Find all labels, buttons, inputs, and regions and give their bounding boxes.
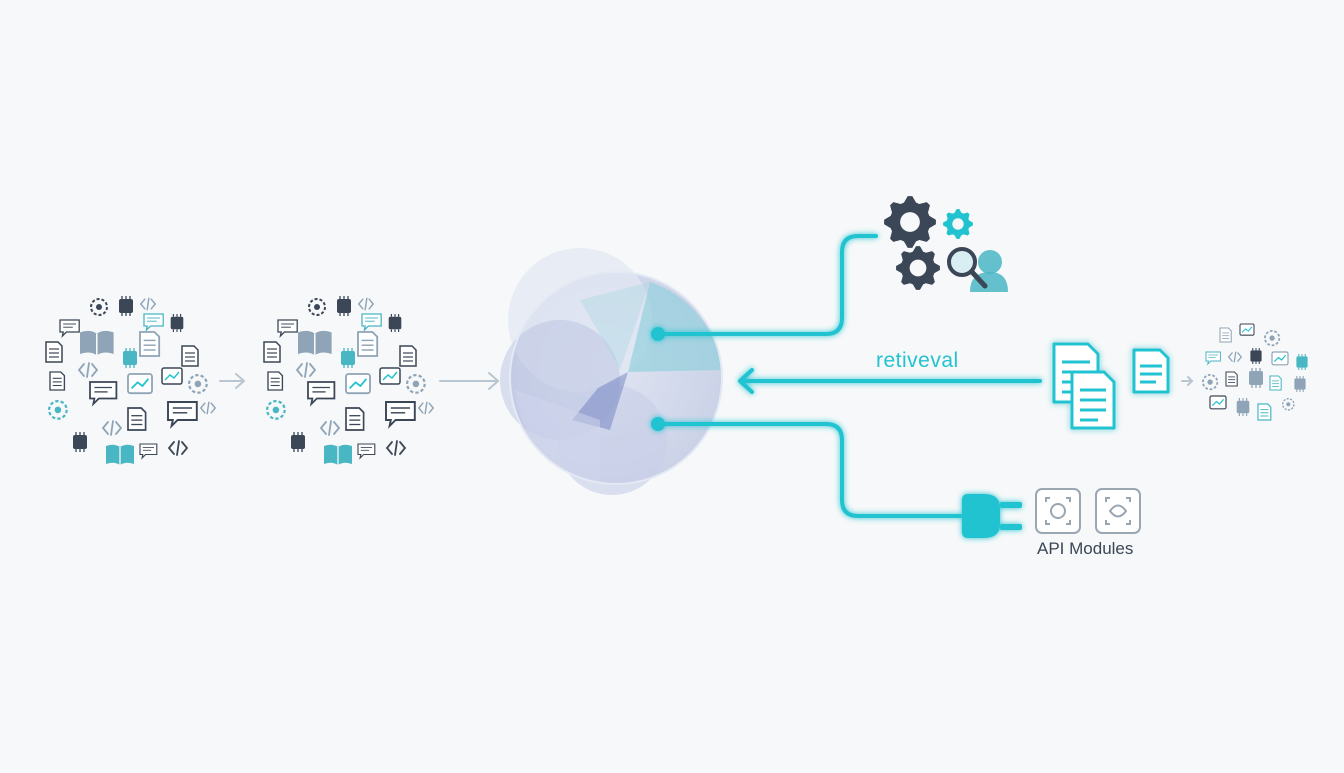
chat-icon [89, 381, 118, 407]
chart-icon [379, 367, 401, 385]
book-icon [80, 330, 114, 356]
gear-icon [188, 374, 208, 394]
retrieved-data-cluster [1202, 323, 1308, 421]
chat-icon [385, 401, 416, 429]
gears-icon [884, 196, 973, 290]
chip-icon [388, 314, 402, 333]
document-icon [1257, 403, 1272, 421]
document-icon [267, 371, 284, 391]
source-data-cluster [45, 296, 217, 465]
document-icon [263, 341, 281, 363]
chip-icon [73, 432, 87, 452]
chat-icon [59, 319, 80, 338]
api-module-icon [1035, 488, 1081, 534]
chip-icon [337, 296, 351, 316]
code-icon [385, 440, 407, 456]
chip-icon [1249, 368, 1263, 388]
document-icon [399, 345, 417, 367]
chat-icon [143, 313, 164, 332]
gear-icon [1202, 374, 1219, 391]
document-icon [345, 407, 365, 431]
chart-icon [1239, 323, 1255, 336]
chip-icon [1250, 348, 1262, 365]
book-icon [106, 444, 134, 465]
chart-icon [345, 373, 371, 395]
api-module-icon [1095, 488, 1141, 534]
chat-icon [307, 381, 336, 407]
chip-icon [1294, 376, 1306, 393]
retrieval-arrow [738, 368, 1042, 394]
chat-icon [1205, 351, 1221, 366]
book-icon [298, 330, 332, 356]
document-icon [45, 341, 63, 363]
chart-icon [1271, 351, 1289, 366]
plug-icon [962, 494, 1022, 538]
gear-icon [266, 400, 286, 420]
central-model-orb [500, 248, 723, 495]
code-icon [417, 401, 435, 415]
chat-icon [361, 313, 382, 332]
documents-icon [1052, 342, 1170, 430]
code-icon [199, 401, 217, 415]
code-icon [357, 297, 375, 311]
connector-to-api [651, 417, 964, 518]
book-icon [324, 444, 352, 465]
chart-icon [127, 373, 153, 395]
chart-icon [1209, 395, 1227, 410]
search-user-icon [947, 247, 1008, 292]
chat-icon [167, 401, 198, 429]
gear-icon [90, 298, 108, 316]
chat-icon [277, 319, 298, 338]
processed-data-cluster [263, 296, 435, 465]
gear-icon [1282, 398, 1295, 411]
chat-icon [357, 443, 376, 460]
document-icon [49, 371, 66, 391]
gear-icon [308, 298, 326, 316]
code-icon [295, 362, 317, 378]
chip-icon [1296, 354, 1308, 371]
code-icon [167, 440, 189, 456]
chip-icon [341, 348, 355, 368]
gear-icon [48, 400, 68, 420]
flow-arrow-1 [219, 373, 246, 389]
api-modules-label: API Modules [1037, 539, 1134, 558]
chip-icon [1236, 398, 1250, 417]
chip-icon [119, 296, 133, 316]
flow-arrow-2 [439, 372, 500, 390]
chip-icon [170, 314, 184, 333]
document-icon [139, 331, 161, 357]
tools-gears-group [884, 196, 1008, 292]
document-icon [1269, 375, 1282, 391]
flow-arrow-3 [1181, 376, 1194, 386]
code-icon [1227, 351, 1243, 363]
document-icon [1225, 371, 1238, 387]
document-icon [1219, 327, 1232, 343]
connector-to-tools [651, 234, 878, 341]
code-icon [101, 420, 123, 436]
code-icon [139, 297, 157, 311]
code-icon [319, 420, 341, 436]
gear-icon [1264, 330, 1281, 347]
chip-icon [123, 348, 137, 368]
chart-icon [161, 367, 183, 385]
document-icon [127, 407, 147, 431]
chip-icon [291, 432, 305, 452]
retrieval-label: retiveval [876, 349, 959, 372]
gear-icon [406, 374, 426, 394]
document-icon [181, 345, 199, 367]
code-icon [77, 362, 99, 378]
chat-icon [139, 443, 158, 460]
document-icon [357, 331, 379, 357]
